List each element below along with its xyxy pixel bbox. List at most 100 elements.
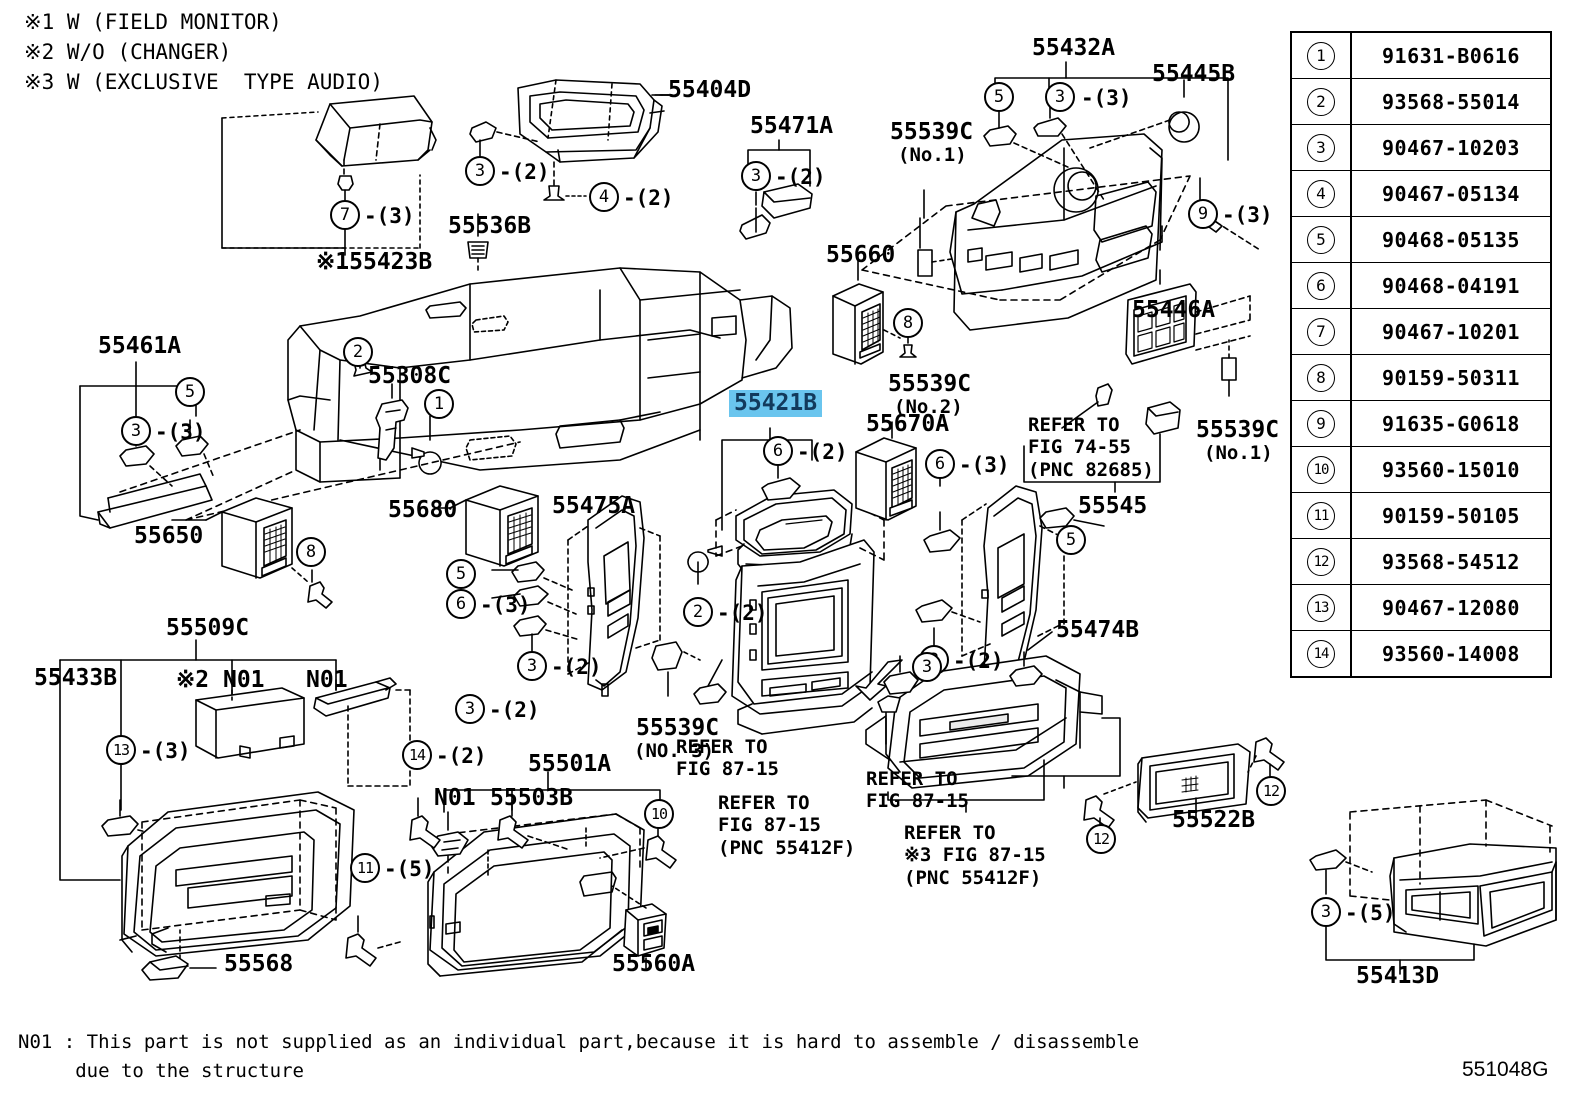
part-label-n01-a: ※2 N01	[176, 667, 265, 693]
callout-3-i-qty: -(2)	[489, 698, 540, 722]
part-label-55446A: 55446A	[1132, 297, 1216, 323]
callout-3-a-qty: -(2)	[499, 160, 550, 184]
callout-5-c: 5	[446, 559, 476, 589]
table-cell-index: 10	[1290, 446, 1352, 493]
part-label-55308C: 55308C	[368, 363, 452, 389]
table-cell-index: 4	[1290, 170, 1352, 217]
callout-7-qty: -(3)	[364, 204, 415, 228]
table-cell-part-number: 93568-55014	[1350, 78, 1552, 125]
table-row: 1 91631-B0616	[1290, 31, 1552, 79]
part-label-55545: 55545	[1078, 493, 1148, 519]
table-cell-index: 7	[1290, 308, 1352, 355]
callout-3-a: 3	[465, 156, 495, 186]
table-row: 13 90467-12080	[1290, 584, 1552, 631]
part-label-55560A: 55560A	[612, 951, 696, 977]
parts-table-body: 1 91631-B0616 2 93568-55014 3 90467-1020…	[1290, 31, 1552, 678]
part-label-55539C-no3: 55539C	[636, 715, 720, 741]
sheet-code: 551048G	[1462, 1058, 1549, 1081]
callout-5-d: 5	[1056, 525, 1086, 555]
table-cell-part-number: 90467-10201	[1350, 308, 1552, 355]
refer-note-fig87-15-d: REFER TO ※3 FIG 87-15 (PNC 55412F)	[904, 822, 1046, 889]
table-row: 8 90159-50311	[1290, 354, 1552, 401]
part-label-55539C-no3-sub: (NO. 3)	[634, 740, 715, 762]
table-cell-index: 8	[1290, 354, 1352, 401]
callout-6-a-qty: -(2)	[797, 440, 848, 464]
circled-index: 1	[1307, 41, 1335, 70]
table-cell-part-number: 90467-12080	[1350, 584, 1552, 631]
part-label-55404D: 55404D	[668, 77, 752, 103]
callout-3-b-qty: -(2)	[775, 165, 826, 189]
callout-3-d-qty: -(3)	[155, 420, 206, 444]
table-cell-part-number: 93568-54512	[1350, 538, 1552, 585]
callout-6-c: 6	[446, 589, 476, 619]
part-label-55509C: 55509C	[166, 615, 250, 641]
table-cell-index: 3	[1290, 124, 1352, 171]
table-cell-part-number: 93560-15010	[1350, 446, 1552, 493]
callout-12-a: 12	[1086, 824, 1116, 854]
table-cell-index: 2	[1290, 78, 1352, 125]
part-label-55539C-no1-right: 55539C	[1196, 417, 1280, 443]
circled-index: 13	[1307, 593, 1335, 622]
part-label-55503B: 55503B	[490, 785, 574, 811]
footnote-line-2: due to the structure	[18, 1059, 304, 1082]
refer-note-fig74-55: REFER TO FIG 74-55 (PNC 82685)	[1028, 414, 1154, 481]
refer-note-fig87-15-a: REFER TO FIG 87-15	[676, 736, 779, 781]
callout-3-b: 3	[741, 161, 771, 191]
table-row: 10 93560-15010	[1290, 446, 1552, 493]
part-label-55423B: ※155423B	[316, 249, 433, 275]
table-cell-index: 9	[1290, 400, 1352, 447]
header-notes: ※1 W (FIELD MONITOR) ※2 W/O (CHANGER) ※3…	[24, 8, 383, 97]
circled-index: 4	[1307, 179, 1335, 208]
table-cell-index: 6	[1290, 262, 1352, 309]
circled-index: 5	[1307, 225, 1335, 254]
circled-index: 12	[1307, 547, 1335, 576]
table-cell-index: 12	[1290, 538, 1352, 585]
callout-3-e: 3	[517, 651, 547, 681]
callout-3-i: 3	[455, 694, 485, 724]
header-note-1: ※1 W (FIELD MONITOR)	[24, 10, 282, 34]
callout-9: 9	[1188, 199, 1218, 229]
table-cell-part-number: 91631-B0616	[1350, 31, 1552, 79]
table-cell-part-number: 90159-50311	[1350, 354, 1552, 401]
table-row: 3 90467-10203	[1290, 124, 1552, 171]
callout-6-c-qty: -(3)	[480, 593, 531, 617]
circled-index: 8	[1307, 363, 1335, 392]
callout-7: 7	[330, 200, 360, 230]
circled-index: 6	[1307, 271, 1335, 300]
table-cell-index: 5	[1290, 216, 1352, 263]
header-note-2: ※2 W/O (CHANGER)	[24, 39, 232, 64]
table-cell-index: 13	[1290, 584, 1352, 631]
callout-2-b: 2	[683, 597, 713, 627]
part-label-55474B: 55474B	[1056, 617, 1140, 643]
callout-3-d: 3	[121, 416, 151, 446]
callout-4: 4	[589, 182, 619, 212]
part-label-55421B-highlighted[interactable]: 55421B	[729, 390, 823, 418]
part-label-55522B: 55522B	[1172, 807, 1256, 833]
callout-3-c: 3	[1045, 82, 1075, 112]
table-cell-index: 14	[1290, 630, 1352, 678]
footnote: N01 : This part is not supplied as an in…	[18, 1028, 1139, 1085]
circled-index: 14	[1307, 639, 1335, 668]
part-label-55471A: 55471A	[750, 113, 834, 139]
table-row: 4 90467-05134	[1290, 170, 1552, 217]
part-label-55539C-no2: 55539C	[888, 371, 972, 397]
table-cell-part-number: 90467-10203	[1350, 124, 1552, 171]
callout-11-qty: -(5)	[384, 857, 435, 881]
circled-index: 10	[1307, 455, 1335, 484]
table-row: 6 90468-04191	[1290, 262, 1552, 309]
callout-9-qty: -(3)	[1222, 203, 1273, 227]
callout-3-f-qty: -(2)	[953, 649, 1004, 673]
table-row: 12 93568-54512	[1290, 538, 1552, 585]
table-cell-index: 1	[1290, 31, 1352, 79]
table-cell-part-number: 90467-05134	[1350, 170, 1552, 217]
callout-13: 13	[106, 735, 136, 765]
table-cell-part-number: 90159-50105	[1350, 492, 1552, 539]
callout-3-j: 3	[912, 652, 942, 682]
part-label-55445B: 55445B	[1152, 61, 1236, 87]
part-label-55501A: 55501A	[528, 751, 612, 777]
part-label-55660: 55660	[826, 242, 896, 268]
part-label-55475A: 55475A	[552, 493, 636, 519]
part-label-55433B: 55433B	[34, 665, 118, 691]
part-label-n01-c: N01	[434, 785, 476, 811]
circled-index: 3	[1307, 133, 1335, 162]
